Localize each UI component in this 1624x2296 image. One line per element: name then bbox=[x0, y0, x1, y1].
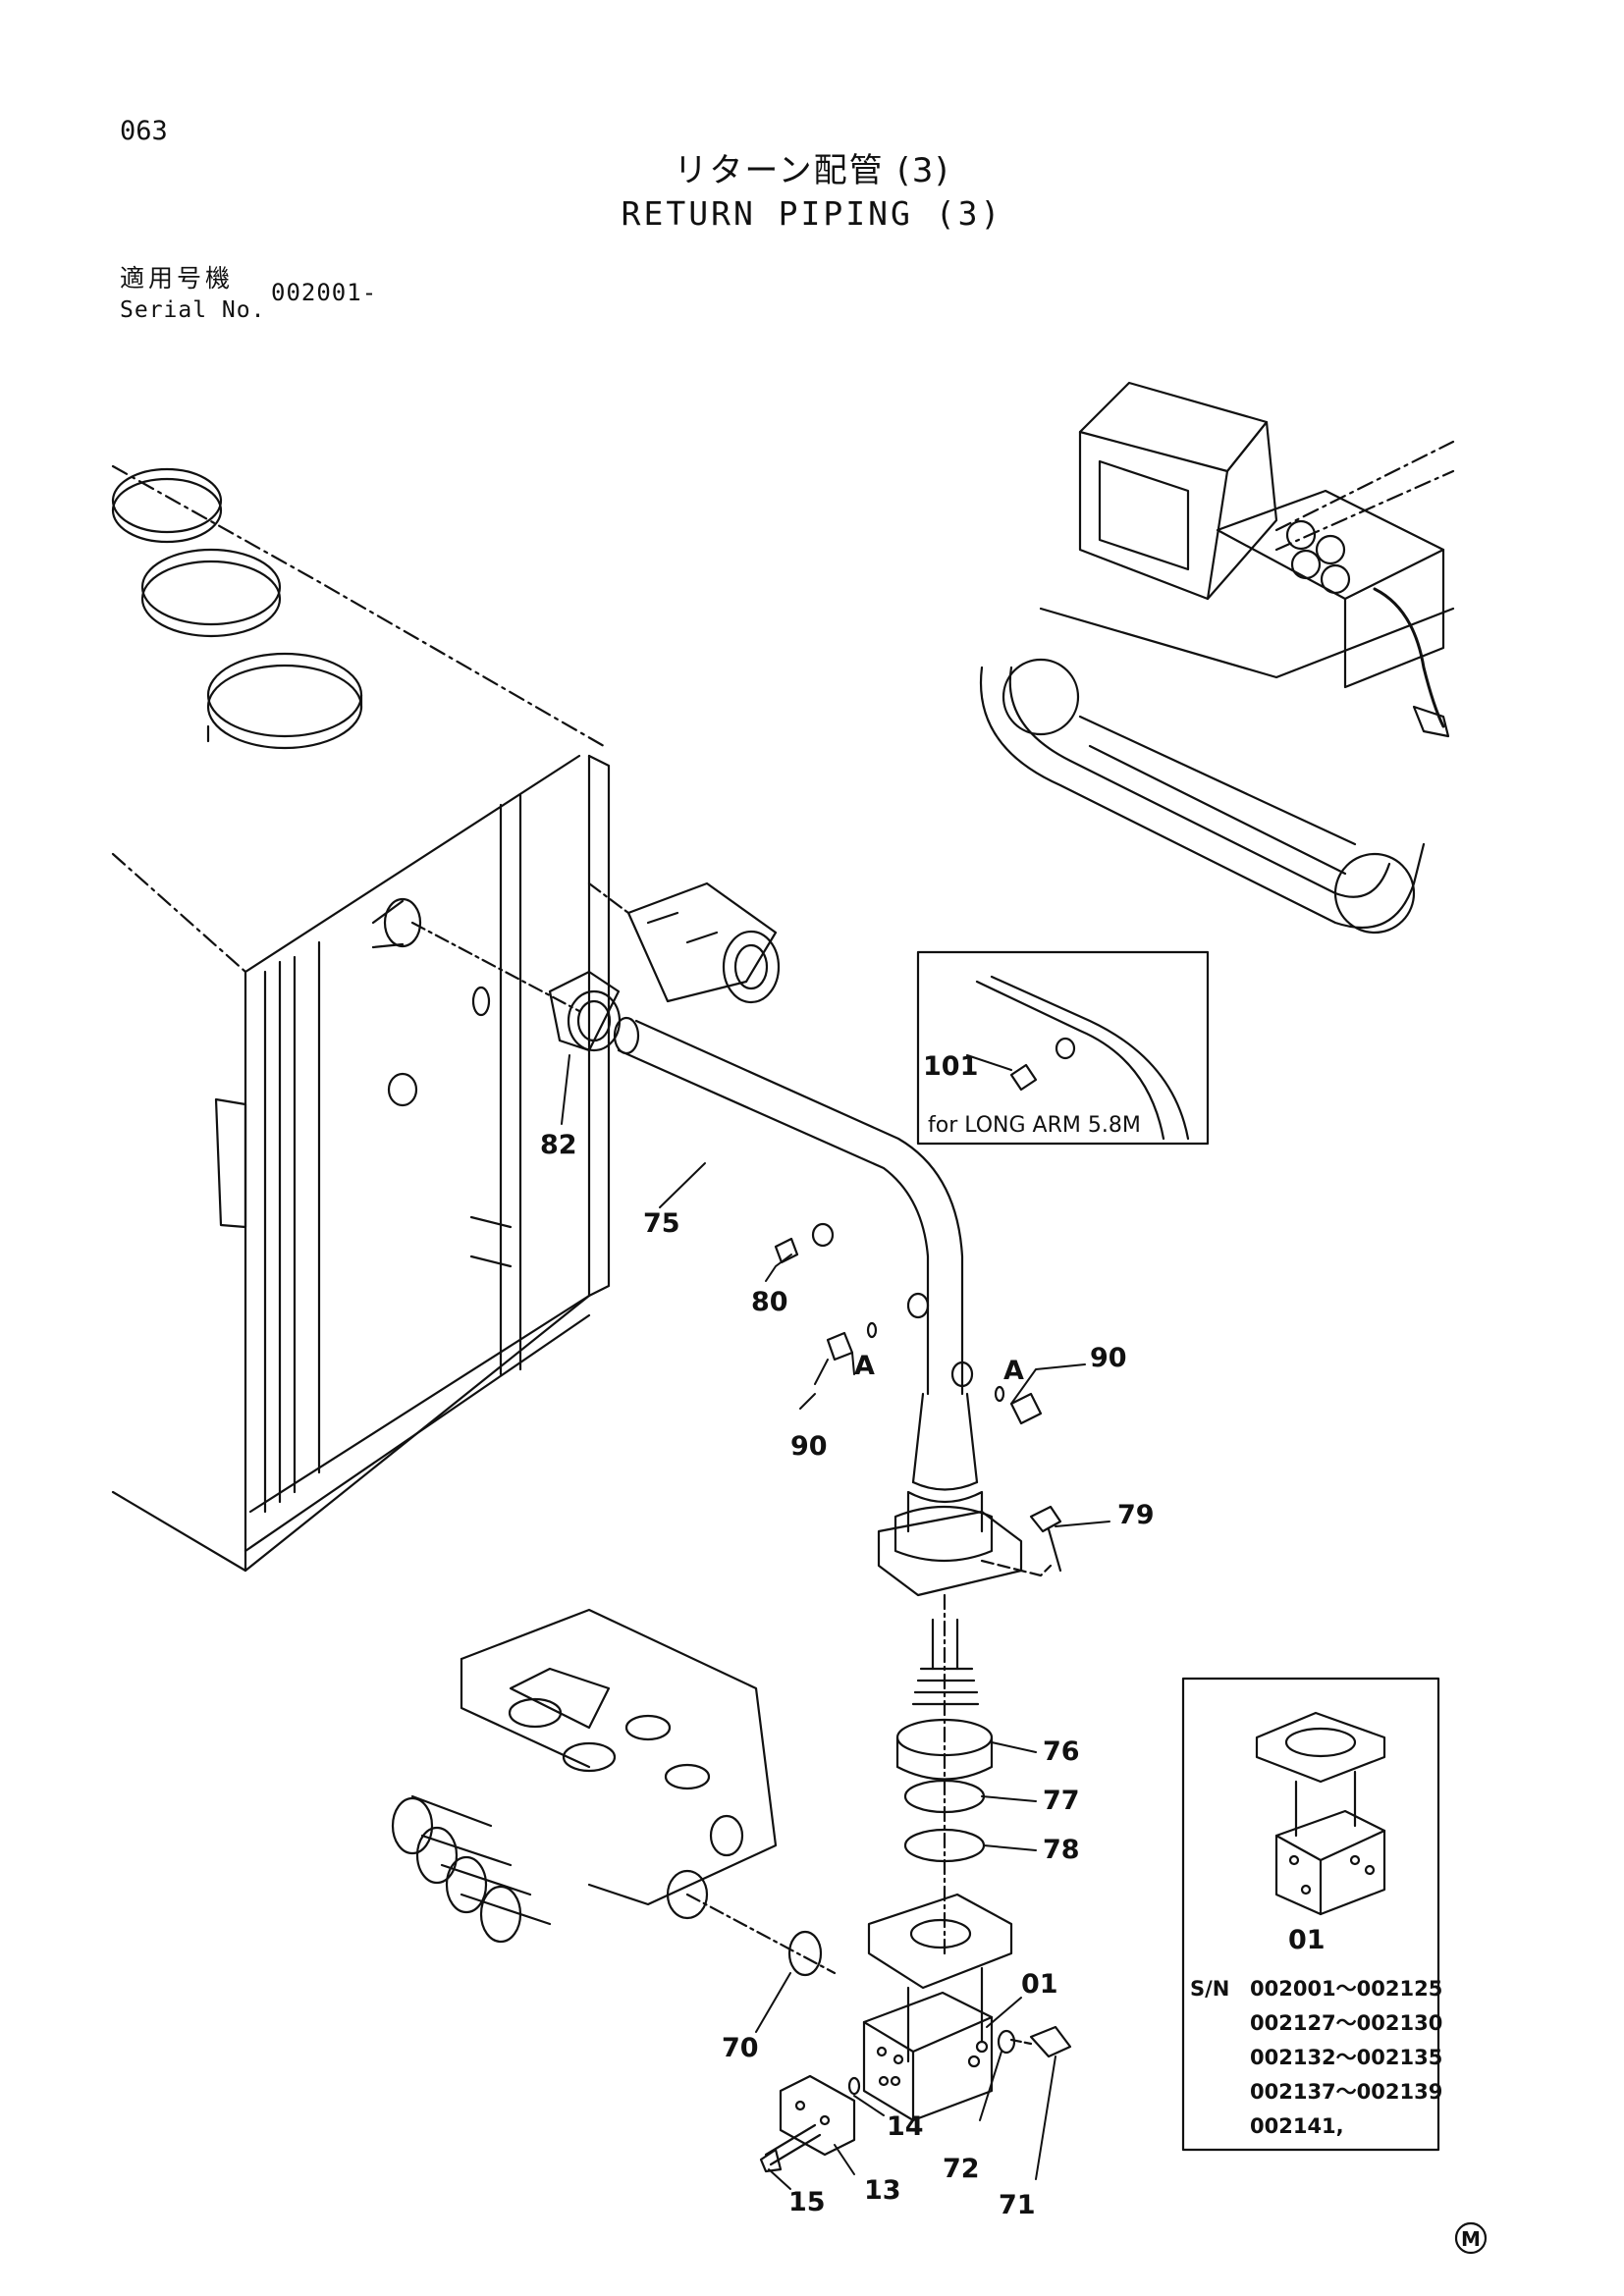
footer-mark: M bbox=[1461, 2227, 1481, 2251]
small-parts bbox=[759, 1930, 1072, 2173]
inset-long-arm-caption: for LONG ARM 5.8M bbox=[928, 1113, 1141, 1138]
inset-long-arm-frame bbox=[916, 950, 1210, 1146]
control-valve bbox=[391, 1608, 837, 1975]
callout-13: 13 bbox=[864, 2175, 901, 2206]
callout-01: 01 bbox=[1021, 1969, 1058, 2000]
inset-long-arm-part: 101 bbox=[923, 1051, 978, 1082]
callout-A-right: A bbox=[1003, 1356, 1024, 1386]
callout-79: 79 bbox=[1117, 1500, 1155, 1530]
callout-71: 71 bbox=[999, 2190, 1036, 2220]
inset-serial-range-4: 002137～002139 bbox=[1250, 2080, 1442, 2104]
inset-serial-part: 01 bbox=[1288, 1925, 1326, 1955]
callout-A-left: A bbox=[854, 1351, 875, 1381]
excavator-sketch bbox=[979, 381, 1455, 934]
footer-mark-circle bbox=[1454, 2221, 1488, 2255]
hydraulic-tank bbox=[111, 464, 611, 1573]
inset-serial-label: S/N bbox=[1190, 1977, 1229, 2001]
callout-77: 77 bbox=[1043, 1786, 1080, 1816]
inset-serial-range-5: 002141, bbox=[1250, 2114, 1344, 2138]
serial-label-english: Serial No. bbox=[120, 297, 266, 323]
serial-label-japanese: 適用号機 bbox=[120, 264, 235, 293]
callout-80: 80 bbox=[751, 1287, 788, 1317]
page-title-japanese: リターン配管 (3) bbox=[674, 151, 950, 190]
page-number: 063 bbox=[120, 116, 168, 146]
callout-15: 15 bbox=[788, 2187, 826, 2217]
callout-75: 75 bbox=[643, 1208, 680, 1239]
callout-72: 72 bbox=[943, 2154, 980, 2184]
inset-serial-range-3: 002132～002135 bbox=[1250, 2046, 1442, 2069]
callout-90-right: 90 bbox=[1090, 1343, 1127, 1373]
callout-76: 76 bbox=[1043, 1736, 1080, 1767]
leader-lines bbox=[561, 1054, 1110, 2190]
callout-82: 82 bbox=[540, 1130, 577, 1160]
return-hose-assembly bbox=[410, 881, 1062, 1597]
callout-90-left: 90 bbox=[790, 1431, 828, 1462]
return-block bbox=[862, 1893, 1013, 2122]
inset-serial-range-1: 002001～002125 bbox=[1250, 1977, 1442, 2001]
serial-number-value: 002001- bbox=[271, 279, 378, 306]
inset-serial-range-2: 002127～002130 bbox=[1250, 2011, 1442, 2035]
inset-serial-frame bbox=[1181, 1677, 1440, 2152]
callout-70: 70 bbox=[722, 2033, 759, 2063]
callout-14: 14 bbox=[887, 2111, 924, 2142]
callout-78: 78 bbox=[1043, 1835, 1080, 1865]
page-title-english: RETURN PIPING (3) bbox=[621, 194, 1003, 233]
